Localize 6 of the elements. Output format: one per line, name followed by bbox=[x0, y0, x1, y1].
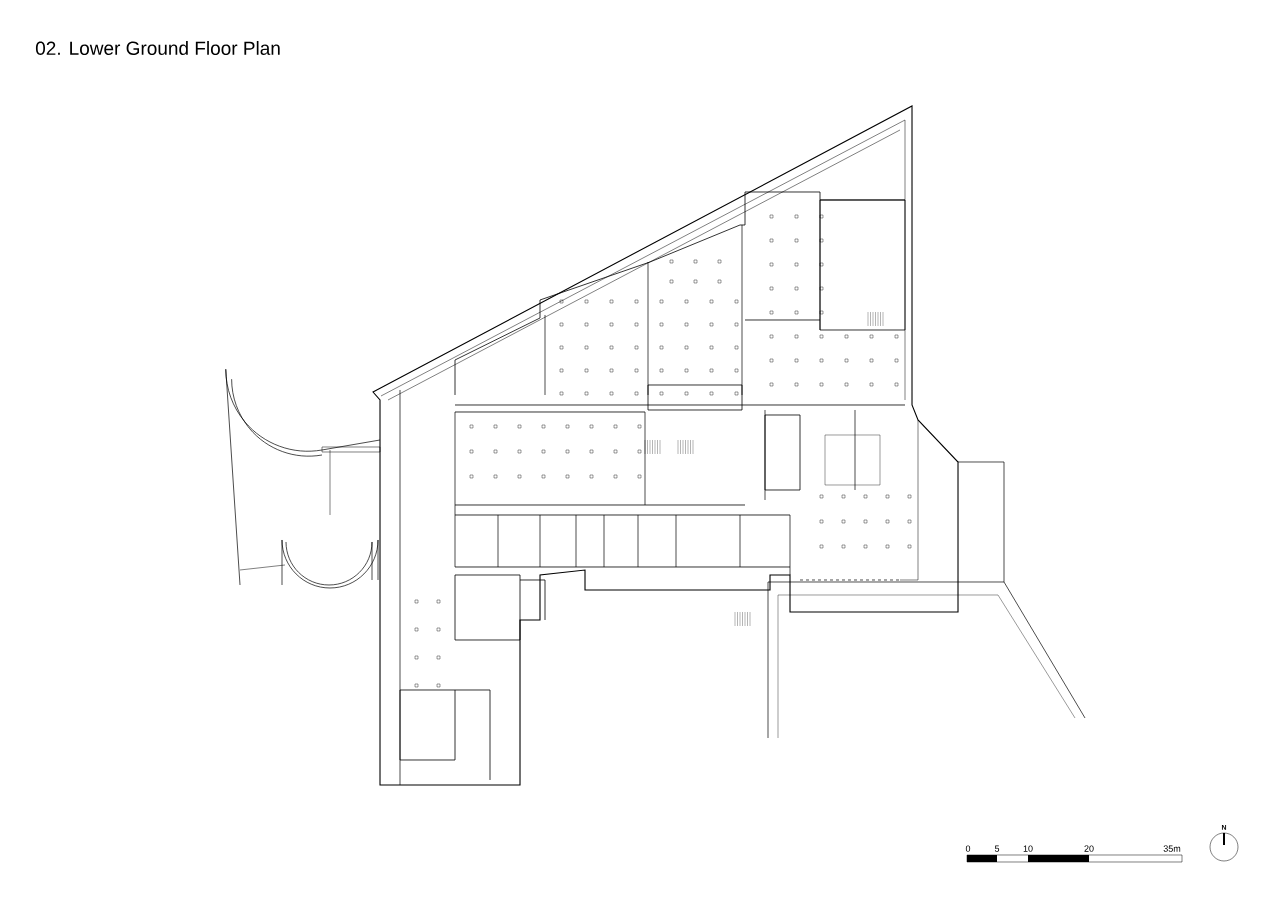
scale-label: 20 bbox=[1084, 845, 1094, 852]
scale-label: 0 bbox=[965, 845, 971, 852]
scale-label: 10 bbox=[1023, 845, 1033, 852]
title: 02. Lower Ground Floor Plan bbox=[35, 41, 280, 55]
scale-label: 5 bbox=[994, 845, 1000, 852]
scale-label: 35m bbox=[1163, 845, 1181, 852]
